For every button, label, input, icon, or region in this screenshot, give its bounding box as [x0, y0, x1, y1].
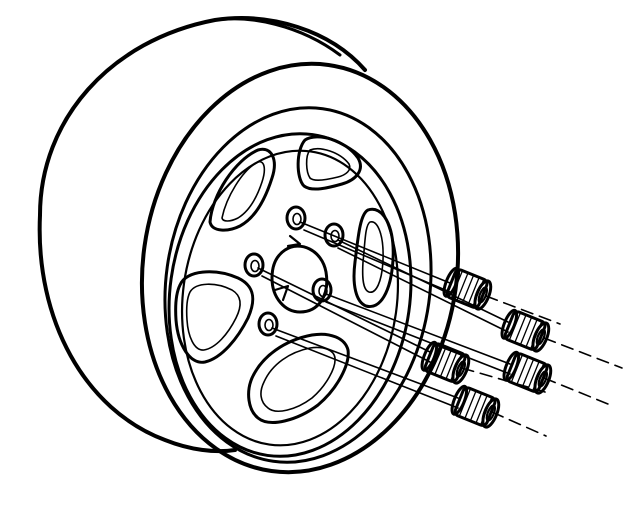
- leader-line: [299, 221, 451, 284]
- tire-bead: [163, 106, 433, 464]
- dashed-extension: [485, 295, 561, 325]
- lug-nut: [420, 340, 471, 385]
- hub: [270, 234, 329, 314]
- lug-nuts: [420, 266, 553, 429]
- leader-line: [261, 275, 431, 363]
- leader-line: [271, 327, 459, 399]
- spoke-window-left: [174, 270, 255, 364]
- tire-front-sidewall: [139, 61, 461, 475]
- dashed-extension: [491, 411, 547, 437]
- tire-back-edge-lower: [37, 213, 237, 454]
- stud-hole: [311, 277, 333, 303]
- tire-tread-top: [213, 17, 342, 57]
- leader-line: [275, 335, 459, 409]
- stud-holes: [243, 205, 345, 337]
- dashed-extension: [543, 337, 623, 369]
- hub-bore: [270, 244, 329, 314]
- lug-nut: [442, 266, 493, 311]
- lug-nut: [450, 384, 501, 429]
- spoke-window-right-inner: [361, 221, 384, 293]
- lug-nut: [500, 308, 551, 353]
- alignment-lines: [257, 221, 623, 437]
- spoke-window-bottom: [247, 332, 350, 424]
- rim-outer-lip: [167, 132, 413, 458]
- stud-hole: [243, 252, 265, 278]
- spoke-window-right: [352, 207, 395, 309]
- stud-hole: [285, 205, 307, 231]
- leader-line: [325, 301, 511, 375]
- lug-nut: [502, 350, 553, 395]
- spoke-window-bottom-inner: [260, 346, 336, 412]
- dashed-extension: [543, 377, 609, 405]
- rim-inner-lip: [180, 149, 400, 447]
- spoke-window-top-left-inner: [221, 160, 266, 222]
- spoke-windows: [174, 135, 395, 424]
- wheel-rim: [167, 132, 413, 458]
- spoke-window-top-inner: [305, 148, 351, 182]
- spoke-window-left-inner: [185, 283, 241, 351]
- leader-line: [257, 267, 431, 353]
- leader-line: [337, 247, 509, 333]
- tire-back-edge: [38, 16, 367, 217]
- hub-notch: [273, 284, 290, 302]
- spoke-window-top: [296, 135, 362, 191]
- stud-hole: [323, 222, 345, 248]
- stud-hole: [257, 311, 279, 337]
- spoke-window-top-left: [208, 147, 276, 232]
- hub-notch-upper: [286, 234, 302, 248]
- tire: [37, 16, 461, 475]
- leader-line: [325, 293, 511, 365]
